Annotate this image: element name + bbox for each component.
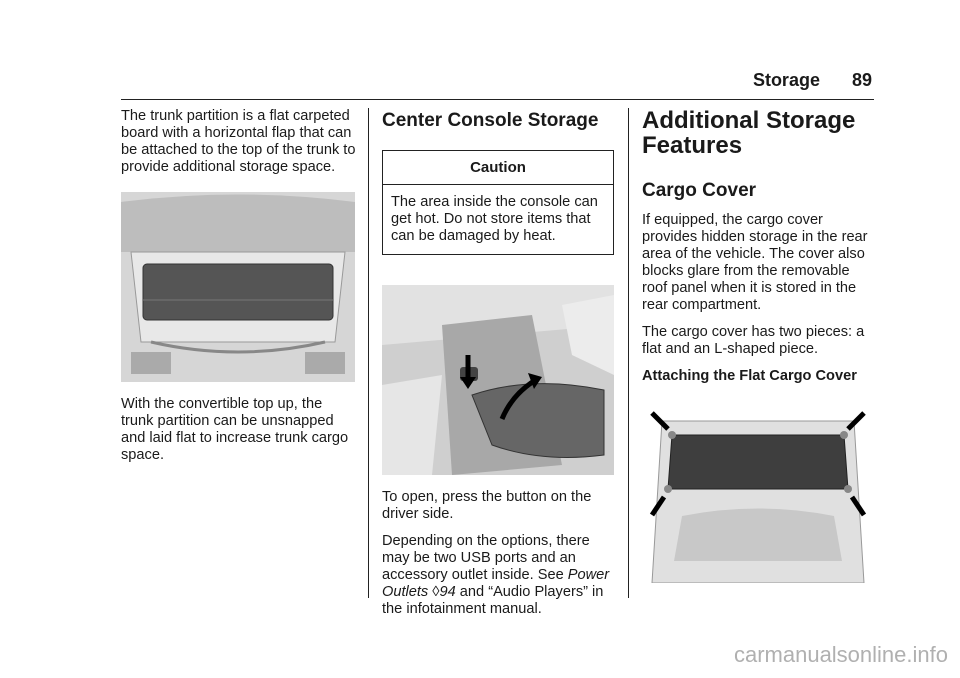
heading-line-1: Additional Storage <box>642 107 856 134</box>
cargo-cover-paragraph-1: If equipped, the cargo cover provides hi… <box>642 212 868 313</box>
center-console-figure <box>382 285 614 475</box>
column-divider-2 <box>628 108 629 598</box>
convertible-paragraph: With the convertible top up, the trunk p… <box>121 396 349 463</box>
ref-symbol: ◊ <box>432 584 440 600</box>
header-rule <box>121 99 874 100</box>
column-1: The trunk partition is a flat carpeted b… <box>121 108 357 474</box>
usb-text-start: Depending on the options, there may be t… <box>382 533 590 583</box>
cargo-cover-paragraph-2: The cargo cover has two pieces: a flat a… <box>642 324 865 357</box>
center-console-heading: Center Console Storage <box>382 110 599 131</box>
cargo-cover-figure <box>642 411 874 583</box>
watermark: carmanualsonline.info <box>733 642 948 667</box>
page-number: 89 <box>851 70 872 90</box>
cargo-cover-heading: Cargo Cover <box>642 180 757 201</box>
usb-ports-paragraph: Depending on the options, there may be t… <box>382 533 614 618</box>
page-header: Storage 89 <box>753 70 872 91</box>
column-divider-1 <box>368 108 369 598</box>
column-2: Center Console Storage Caution The area … <box>382 108 614 628</box>
column-3: Additional Storage Features Cargo Cover … <box>642 108 874 583</box>
trunk-partition-paragraph: The trunk partition is a flat carpeted b… <box>121 108 356 175</box>
usb-text-end: and “Audio Players” in the infotainment … <box>382 584 604 617</box>
caution-title: Caution <box>383 151 613 185</box>
additional-storage-heading: Additional Storage Features <box>642 108 874 158</box>
attaching-label: Attaching the Flat Cargo Cover <box>642 368 857 384</box>
heading-line-2: Features <box>642 132 743 159</box>
power-outlets-link[interactable]: Power Outlets <box>382 567 610 600</box>
caution-box: Caution The area inside the console can … <box>382 150 614 255</box>
page-reference[interactable]: 94 <box>439 584 456 600</box>
caution-text: The area inside the console can get hot.… <box>391 194 598 244</box>
section-title: Storage <box>752 70 820 90</box>
open-console-paragraph: To open, press the button on the driver … <box>382 489 592 522</box>
trunk-partition-figure <box>121 192 355 382</box>
